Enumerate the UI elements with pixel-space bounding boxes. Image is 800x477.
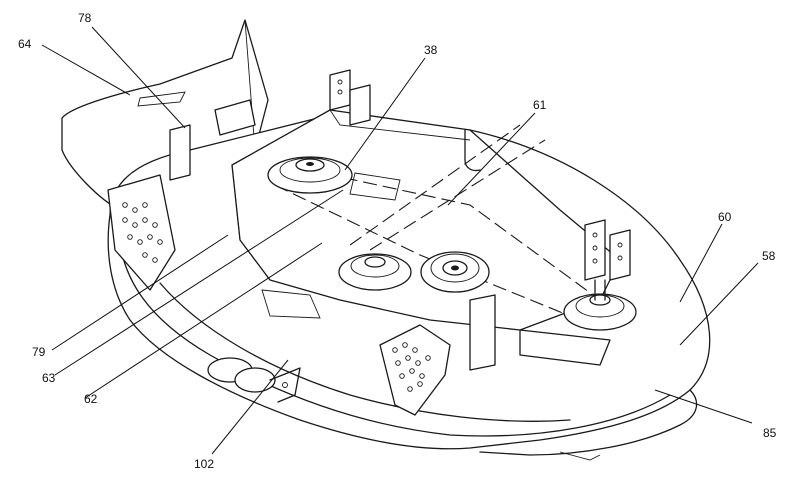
callout-78: 78 — [78, 11, 92, 25]
pulley-idler — [420, 251, 490, 293]
callout-38: 38 — [424, 43, 438, 57]
callout-102: 102 — [194, 457, 215, 471]
callout-85: 85 — [763, 426, 777, 440]
callout-58: 58 — [762, 249, 776, 263]
caster-bracket-front — [379, 324, 451, 416]
caster-bracket-left — [107, 174, 176, 291]
callout-61: 61 — [533, 98, 547, 112]
mounting-brackets — [169, 69, 631, 371]
callout-64: 64 — [18, 37, 32, 51]
pulley-left — [267, 156, 353, 194]
anti-scalp-rollers — [207, 357, 301, 403]
pulley-right — [563, 279, 637, 331]
callout-62: 62 — [84, 392, 98, 406]
callout-60: 60 — [718, 210, 732, 224]
leader-lines — [41, 26, 759, 455]
callout-79: 79 — [32, 345, 46, 359]
pulley-center — [338, 253, 412, 291]
callout-63: 63 — [42, 371, 56, 385]
